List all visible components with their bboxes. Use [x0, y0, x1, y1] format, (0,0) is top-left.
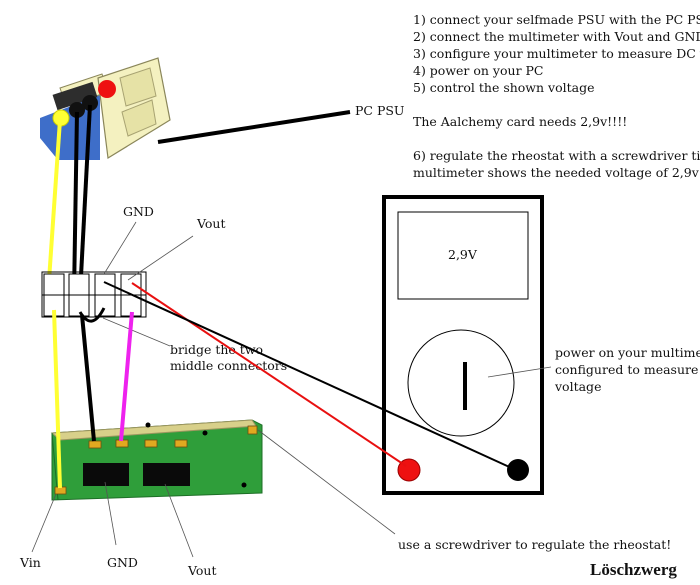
instruction-6-line1: 6) regulate the rheostat with a screwdri…	[413, 148, 700, 163]
author-signature: Löschzwerg	[590, 560, 677, 579]
black-wire-psu	[78, 104, 92, 296]
pcb-chip	[83, 463, 129, 486]
vout-label-bottom: Vout	[187, 563, 216, 578]
gnd-bottom-pointer	[104, 481, 117, 546]
screwdriver-pointer	[257, 429, 396, 535]
bridge-wire	[78, 307, 106, 323]
vout-bottom-pointer	[164, 483, 194, 558]
molex-pin-slot	[121, 99, 157, 137]
black-wire-end	[69, 102, 85, 118]
pcb-pad	[144, 439, 158, 448]
screwdriver-label: use a screwdriver to regulate the rheost…	[398, 537, 671, 552]
alchemy-card-pcb	[50, 419, 263, 501]
black-wire-psu	[72, 111, 79, 296]
black-probe-wire	[103, 281, 517, 471]
yellow-wire-psu	[46, 119, 62, 296]
power-label-1: power on your multimeter	[555, 345, 700, 360]
instruction-1: 1) connect your selfmade PSU with the PC…	[413, 12, 700, 27]
instruction-6-line2: multimeter shows the needed voltage of 2…	[413, 165, 700, 180]
black-probe-socket	[507, 459, 529, 481]
instructions: 1) connect your selfmade PSU with the PC…	[413, 12, 700, 180]
power-label-2: configured to measure DC	[555, 362, 700, 377]
multimeter: 2,9V	[382, 195, 544, 495]
instruction-4: 4) power on your PC	[413, 63, 544, 78]
vin-pointer	[31, 493, 57, 553]
pcb-pad	[174, 439, 188, 448]
psu-pointer-line	[157, 110, 351, 144]
multimeter-dial	[407, 329, 515, 437]
pcb-via	[202, 430, 208, 436]
red-probe-wire	[131, 282, 407, 467]
pcb-via	[145, 422, 151, 428]
bridge-label-2: middle connectors	[170, 358, 287, 373]
power-label-3: voltage	[554, 379, 601, 394]
magenta-wire-vout	[119, 311, 134, 442]
black-wire-end	[82, 95, 98, 111]
pc-psu-connector	[40, 57, 171, 160]
gnd-pointer	[103, 221, 137, 275]
black-wire-gnd	[80, 314, 96, 442]
vin-label: Vin	[19, 555, 41, 570]
rheostat	[247, 425, 258, 435]
power-pointer	[487, 366, 552, 378]
bridge-label-1: bridge the two	[170, 342, 263, 357]
card-voltage-note: The Aalchemy card needs 2,9v!!!!	[413, 114, 627, 129]
vout-label-top: Vout	[196, 216, 225, 231]
pcb-chip	[143, 463, 190, 486]
multimeter-reading: 2,9V	[448, 247, 478, 262]
pc-psu-label: PC PSU	[355, 103, 404, 118]
gnd-label-top: GND	[123, 204, 154, 219]
red-wire-end	[98, 80, 116, 98]
psu-cable-bundle	[40, 95, 100, 160]
vout-pointer	[127, 235, 194, 281]
instruction-3: 3) configure your multimeter to measure …	[413, 46, 700, 61]
molex-pin-slot	[119, 67, 157, 107]
instruction-2: 2) connect the multimeter with Vout and …	[413, 29, 700, 44]
gnd-label-bottom: GND	[107, 555, 138, 570]
molex-wire-colors	[52, 81, 98, 111]
multimeter-display	[397, 211, 529, 300]
pcb-pad-vin	[54, 486, 67, 495]
yellow-wire-vin	[52, 309, 62, 489]
pcb-via	[241, 482, 247, 488]
bridge-pointer	[102, 317, 171, 347]
pcb-pad	[88, 440, 102, 449]
instruction-5: 5) control the shown voltage	[413, 80, 595, 95]
